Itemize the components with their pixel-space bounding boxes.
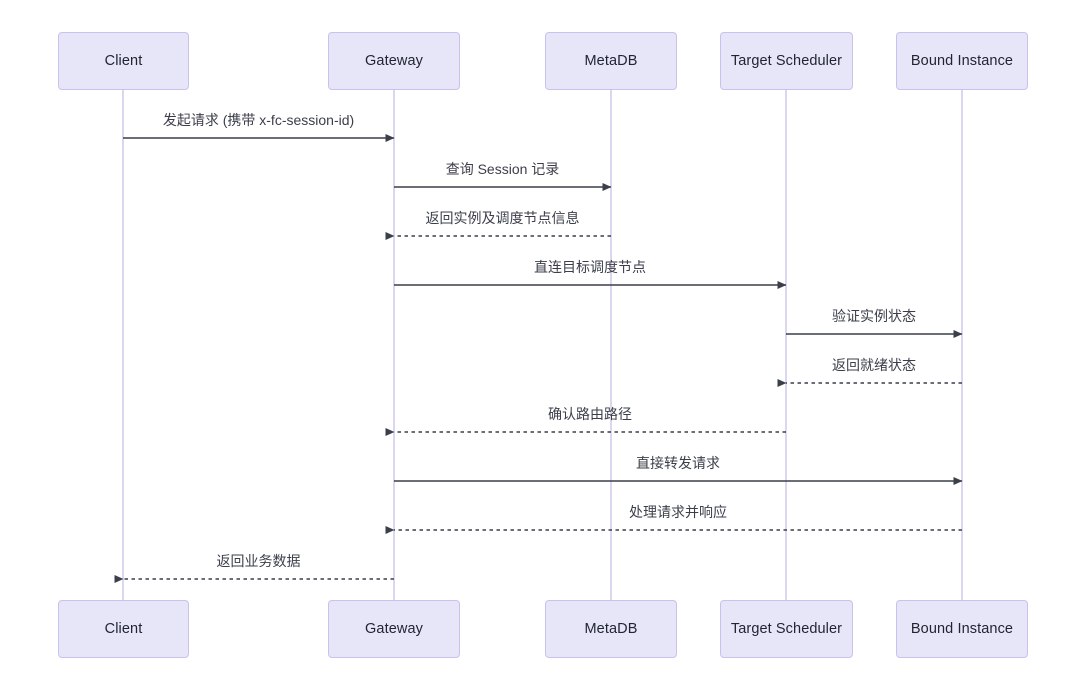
participant-label-instance: Bound Instance bbox=[910, 621, 1014, 637]
message-label-6: 返回就绪状态 bbox=[832, 357, 916, 373]
message-label-8: 直接转发请求 bbox=[636, 455, 720, 471]
participant-label-gateway: Gateway bbox=[365, 621, 423, 637]
participant-label-scheduler: Target Scheduler bbox=[730, 53, 843, 69]
participant-box-metadb-bottom[interactable]: MetaDB bbox=[545, 600, 677, 658]
message-label-10: 返回业务数据 bbox=[216, 553, 301, 569]
message-label-4: 直连目标调度节点 bbox=[534, 259, 646, 275]
participant-box-instance-bottom[interactable]: Bound Instance bbox=[896, 600, 1028, 658]
message-label-2: 查询 Session 记录 bbox=[445, 161, 560, 177]
participant-box-client-bottom[interactable]: Client bbox=[58, 600, 189, 658]
participant-box-client-top[interactable]: Client bbox=[58, 32, 189, 90]
participant-label-metadb: MetaDB bbox=[584, 53, 638, 69]
message-label-7: 确认路由路径 bbox=[548, 406, 632, 422]
participant-label-client: Client bbox=[104, 53, 143, 69]
participant-label-metadb: MetaDB bbox=[584, 621, 638, 637]
participant-label-instance: Bound Instance bbox=[910, 53, 1014, 69]
participant-box-metadb-top[interactable]: MetaDB bbox=[545, 32, 677, 90]
participant-box-instance-top[interactable]: Bound Instance bbox=[896, 32, 1028, 90]
participant-label-client: Client bbox=[104, 621, 143, 637]
participant-label-scheduler: Target Scheduler bbox=[730, 621, 843, 637]
participant-box-scheduler-bottom[interactable]: Target Scheduler bbox=[720, 600, 853, 658]
message-label-1: 发起请求 (携带 x-fc-session-id) bbox=[162, 112, 355, 128]
message-label-3: 返回实例及调度节点信息 bbox=[425, 210, 580, 226]
participant-box-gateway-top[interactable]: Gateway bbox=[328, 32, 460, 90]
participant-box-scheduler-top[interactable]: Target Scheduler bbox=[720, 32, 853, 90]
participant-label-gateway: Gateway bbox=[365, 53, 423, 69]
message-label-9: 处理请求并响应 bbox=[629, 504, 727, 520]
participant-box-gateway-bottom[interactable]: Gateway bbox=[328, 600, 460, 658]
message-label-5: 验证实例状态 bbox=[832, 308, 916, 324]
